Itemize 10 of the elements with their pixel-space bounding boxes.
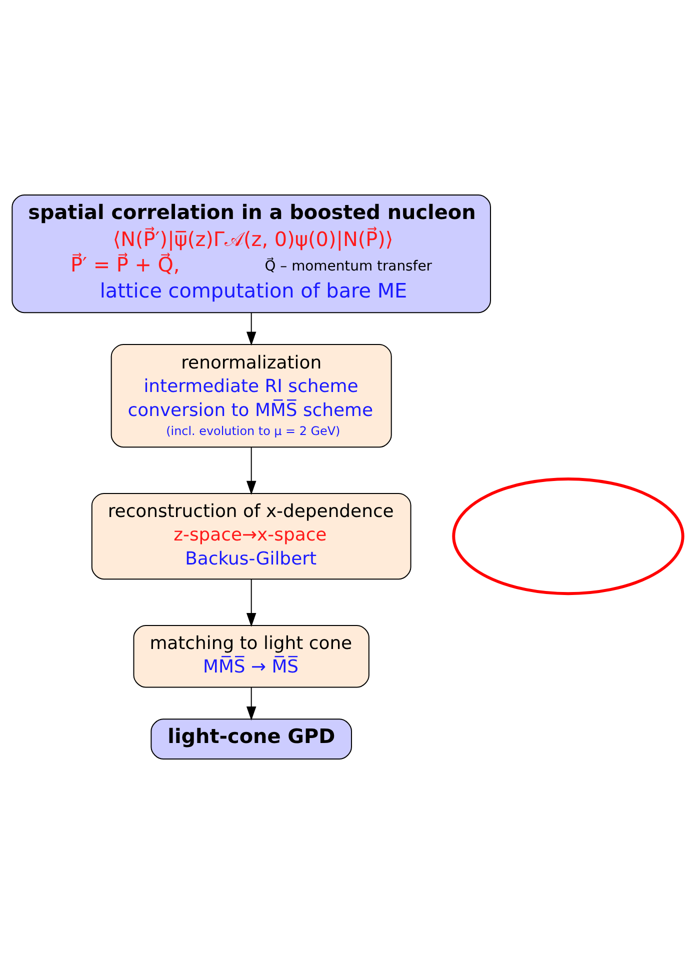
node-box: renormalization intermediate RI scheme conversion to MM̅S̅ scheme (incl. evolution to μ = 2 GeV) [110, 344, 392, 448]
node-box: light-cone GPD [150, 718, 352, 760]
arrow [246, 686, 256, 721]
node-ellipse [452, 478, 684, 596]
node-box: reconstruction of x-dependence z-space→x-space Backus-Gilbert [91, 492, 412, 580]
arrow [246, 578, 256, 627]
arrow [246, 446, 256, 495]
node-box: matching to light cone MM̅S̅ → M̅S̅ [133, 624, 370, 688]
arrow [246, 312, 256, 346]
node-box: spatial correlation in a boosted nucleon ⟨N(P⃗′)|ψ̅(z)Γ𝒜(z, 0)ψ(0)|N(P⃗)⟩ P⃗′ = P⃗ + Q⃗, Q⃗ – momentum transfer lattice computation of bare ME [12, 194, 491, 314]
